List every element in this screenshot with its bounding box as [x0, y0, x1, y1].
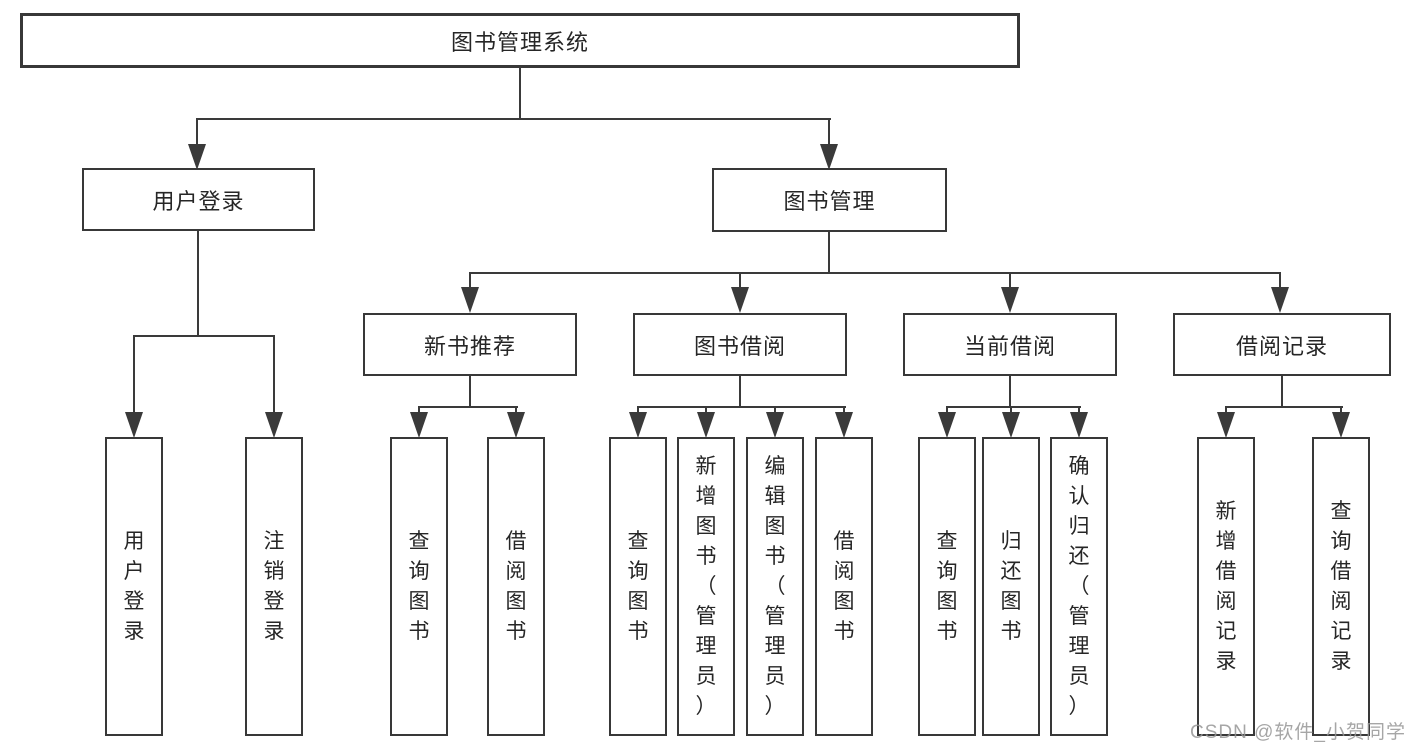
arrow-down-icon [125, 412, 143, 438]
node-label: 编辑图书（管理员） [764, 454, 786, 718]
leaf-return-books: 归还图书 [982, 437, 1040, 736]
edge-line [1009, 376, 1011, 407]
edge-line [828, 118, 830, 148]
edge-line [133, 335, 135, 415]
edge-line [418, 406, 420, 414]
edge-line [196, 118, 831, 120]
node-label: 借阅图书 [833, 529, 855, 643]
arrow-down-icon [731, 287, 749, 313]
node-new-book-recommendation: 新书推荐 [363, 313, 577, 376]
node-label: 查询图书 [936, 529, 958, 643]
node-user-login: 用户登录 [82, 168, 315, 231]
arrow-down-icon [1001, 287, 1019, 313]
node-borrowing-records: 借阅记录 [1173, 313, 1391, 376]
node-label: 新增借阅记录 [1215, 499, 1237, 673]
node-label: 借阅记录 [1235, 333, 1328, 359]
edge-line [1009, 272, 1011, 288]
csdn-watermark: CSDN @软件_小贺同学 [1190, 722, 1405, 743]
arrow-down-icon [1271, 287, 1289, 313]
arrow-down-icon [1002, 412, 1020, 438]
edge-line [1078, 406, 1080, 414]
leaf-add-books-admin: 新增图书（管理员） [677, 437, 735, 736]
edge-line [196, 118, 198, 148]
arrow-down-icon [265, 412, 283, 438]
node-label: 确认归还（管理员） [1068, 454, 1090, 718]
arrow-down-icon [1217, 412, 1235, 438]
node-label: 图书管理系统 [450, 29, 589, 55]
arrow-down-icon [835, 412, 853, 438]
edge-line [1340, 406, 1342, 414]
leaf-confirm-return-admin: 确认归还（管理员） [1050, 437, 1108, 736]
edge-line [705, 406, 707, 414]
leaf-borrow-books: 借阅图书 [815, 437, 873, 736]
edge-line [418, 406, 518, 408]
edge-line [946, 406, 948, 414]
edge-line [1279, 272, 1281, 288]
arrow-down-icon [938, 412, 956, 438]
edge-line [843, 406, 845, 414]
leaf-logout: 注销登录 [245, 437, 303, 736]
node-label: 查询借阅记录 [1330, 499, 1352, 673]
arrow-down-icon [461, 287, 479, 313]
leaf-borrow-books-recommend: 借阅图书 [487, 437, 545, 736]
edge-line [637, 406, 846, 408]
edge-line [515, 406, 517, 414]
node-label: 图书管理 [783, 189, 876, 214]
edge-line [519, 67, 521, 119]
edge-line [469, 272, 1281, 274]
node-label: 查询图书 [627, 529, 649, 643]
node-library-management-system: 图书管理系统 [20, 13, 1020, 68]
node-label: 新增图书（管理员） [695, 454, 717, 718]
node-book-management: 图书管理 [712, 168, 947, 232]
arrow-down-icon [1332, 412, 1350, 438]
edge-line [273, 335, 275, 415]
node-label: 注销登录 [263, 529, 285, 643]
edge-line [1225, 406, 1227, 414]
arrow-down-icon [410, 412, 428, 438]
node-label: 用户登录 [152, 188, 245, 214]
arrow-down-icon [507, 412, 525, 438]
edge-line [1225, 406, 1343, 408]
arrow-down-icon [188, 144, 206, 170]
edge-line [739, 376, 741, 407]
edge-line [774, 406, 776, 414]
leaf-query-books-recommend: 查询图书 [390, 437, 448, 736]
leaf-add-borrow-record: 新增借阅记录 [1197, 437, 1255, 736]
arrow-down-icon [820, 144, 838, 170]
edge-line [197, 231, 199, 336]
node-label: 当前借阅 [963, 333, 1056, 359]
arrow-down-icon [1070, 412, 1088, 438]
node-label: 查询图书 [408, 529, 430, 643]
node-book-borrowing: 图书借阅 [633, 313, 847, 376]
node-label: 用户登录 [123, 529, 145, 643]
node-label: 新书推荐 [423, 333, 516, 359]
node-label: 归还图书 [1000, 529, 1022, 643]
edge-line [1281, 376, 1283, 407]
arrow-down-icon [766, 412, 784, 438]
edge-line [469, 376, 471, 407]
arrow-down-icon [629, 412, 647, 438]
edge-line [469, 272, 471, 288]
leaf-user-login: 用户登录 [105, 437, 163, 736]
edge-line [739, 272, 741, 288]
leaf-query-books-borrowing: 查询图书 [609, 437, 667, 736]
node-label: 图书借阅 [693, 333, 786, 359]
edge-line [828, 232, 830, 273]
leaf-edit-books-admin: 编辑图书（管理员） [746, 437, 804, 736]
edge-line [133, 335, 275, 337]
arrow-down-icon [697, 412, 715, 438]
leaf-query-books-current: 查询图书 [918, 437, 976, 736]
leaf-query-borrow-record: 查询借阅记录 [1312, 437, 1370, 736]
edge-line [637, 406, 639, 414]
node-label: 借阅图书 [505, 529, 527, 643]
edge-line [946, 406, 1081, 408]
node-current-borrowing: 当前借阅 [903, 313, 1117, 376]
edge-line [1010, 406, 1012, 414]
